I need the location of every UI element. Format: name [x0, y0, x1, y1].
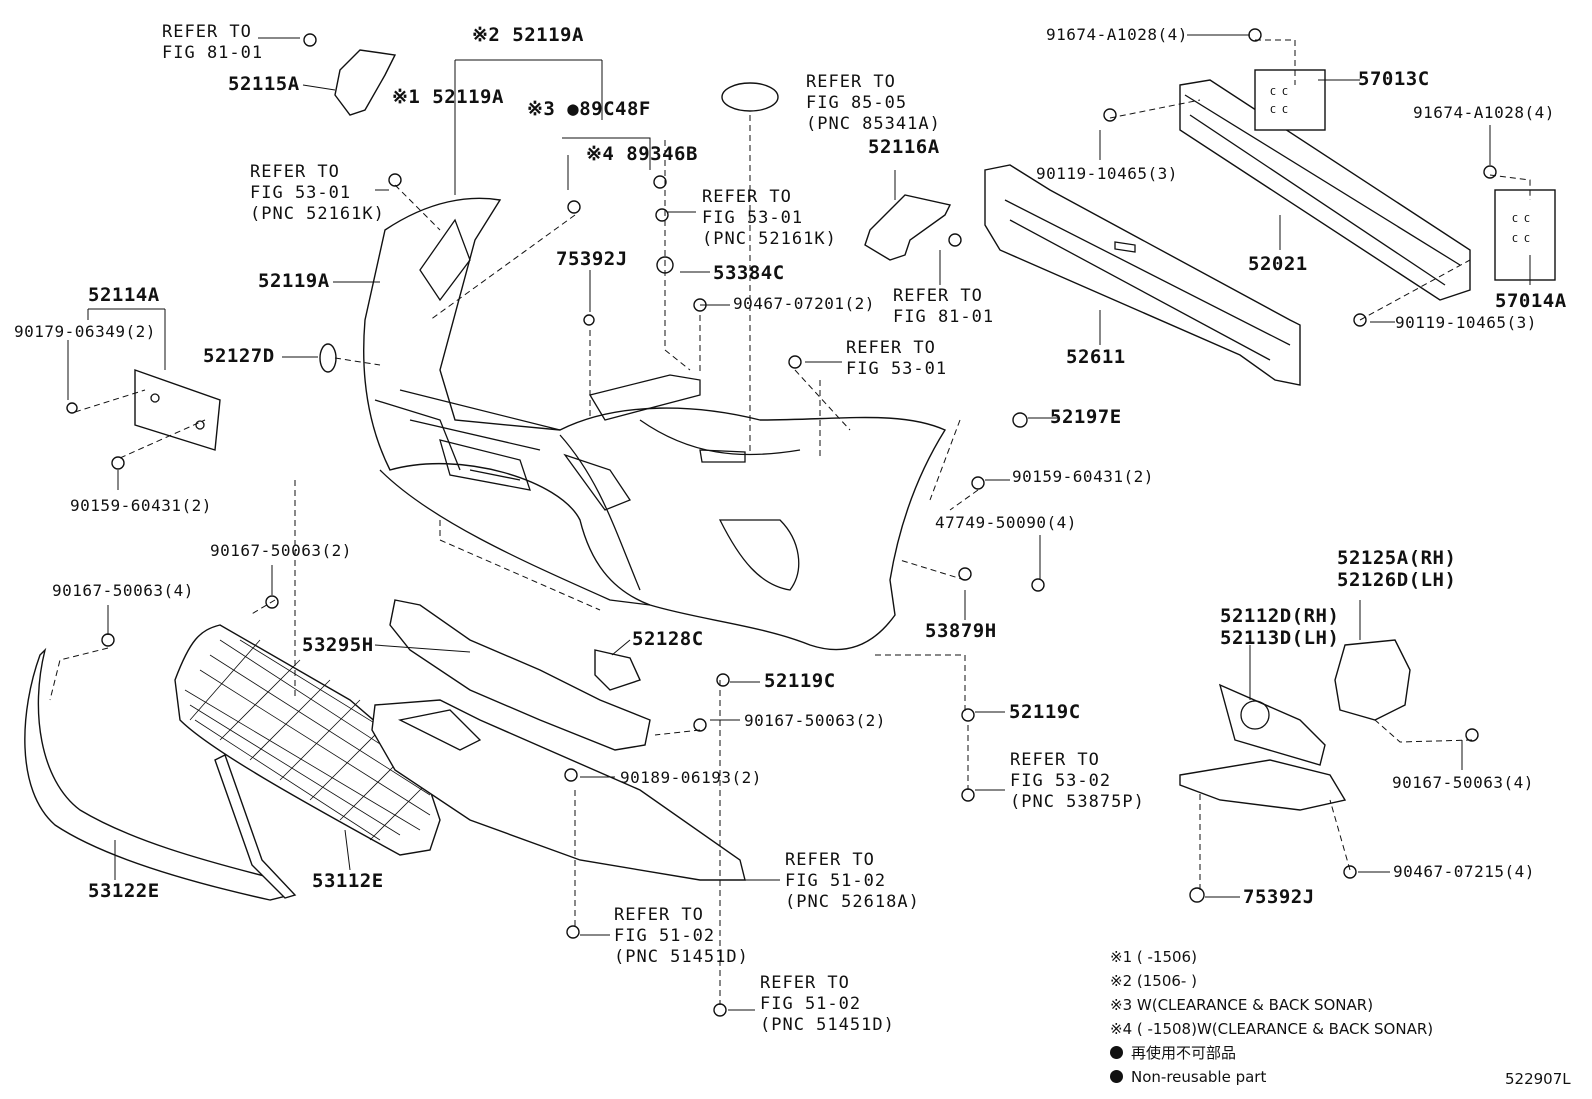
ref-fig-51-02-b: REFER TO FIG 51-02 (PNC 51451D) — [614, 905, 749, 967]
ref-fig-53-01-b: REFER TO FIG 53-01 (PNC 52161K) — [702, 187, 837, 249]
absorber-52611 — [984, 164, 1301, 386]
cap-52127D — [319, 343, 337, 373]
part-number-90179-06349: 90179-06349(2) — [14, 322, 156, 341]
part-number-53295H: 53295H — [302, 634, 374, 656]
cover-52128C — [594, 649, 641, 691]
ref-fig-51-02-c: REFER TO FIG 51-02 (PNC 51451D) — [760, 973, 895, 1035]
part-number-57014A: 57014A — [1495, 290, 1567, 312]
part-number-90159-60431-left: 90159-60431(2) — [70, 496, 212, 515]
part-number-90159-60431-right: 90159-60431(2) — [1012, 467, 1154, 486]
svg-text:C C: C C — [1270, 87, 1288, 98]
part-number-52115A: 52115A — [228, 73, 300, 95]
part-number-91674-A1028-a: 91674-A1028(4) — [1046, 25, 1188, 44]
part-number-53122E: 53122E — [88, 880, 160, 902]
part-number-52127D: 52127D — [203, 345, 275, 367]
diagram-code: 522907L — [1505, 1070, 1571, 1088]
part-number-75392J: 75392J — [556, 248, 628, 270]
part-number-90167-50063-4a: 90167-50063(4) — [52, 581, 194, 600]
svg-text:C C: C C — [1512, 214, 1530, 225]
grille-53112E — [174, 624, 441, 856]
part-number-52119A-1: ※1 52119A — [392, 86, 504, 108]
license-bracket-52114A — [134, 369, 221, 451]
part-number-52119A-main: 52119A — [258, 270, 330, 292]
bracket-52116A — [864, 194, 952, 261]
bullet-icon — [1110, 1046, 1123, 1059]
part-number-90167-50063-2b: 90167-50063(2) — [744, 711, 886, 730]
note-1: ※1 ( -1506) — [1110, 948, 1197, 966]
part-number-53112E: 53112E — [312, 870, 384, 892]
part-number-52197E: 52197E — [1050, 406, 1122, 428]
reinforcement-52021: C C C C C C C C — [1179, 69, 1556, 301]
part-number-53879H: 53879H — [925, 620, 997, 642]
part-number-52021: 52021 — [1248, 253, 1308, 275]
part-number-52128C: 52128C — [632, 628, 704, 650]
part-number-90119-10465-a: 90119-10465(3) — [1036, 164, 1178, 183]
part-number-52119C-b: 52119C — [1009, 701, 1081, 723]
bracket-52115A — [334, 49, 397, 116]
part-number-90167-50063-4b: 90167-50063(4) — [1392, 773, 1534, 792]
ref-fig-53-01-a: REFER TO FIG 53-01 (PNC 52161K) — [250, 162, 385, 224]
part-number-47749-50090: 47749-50090(4) — [935, 513, 1077, 532]
bullet-icon — [1110, 1070, 1123, 1083]
ref-fig-53-02: REFER TO FIG 53-02 (PNC 53875P) — [1010, 750, 1145, 812]
part-number-89C48F: ※3 ●89C48F — [527, 98, 651, 120]
ref-fig-85-05: REFER TO FIG 85-05 (PNC 85341A) — [806, 72, 941, 134]
part-number-52112D-52113D: 52112D(RH) 52113D(LH) — [1220, 605, 1340, 649]
part-number-90467-07215: 90467-07215(4) — [1393, 862, 1535, 881]
molding-side — [214, 754, 297, 899]
part-number-90119-10465-b: 90119-10465(3) — [1395, 313, 1537, 332]
part-number-90167-50063-2a: 90167-50063(2) — [210, 541, 352, 560]
part-number-90467-07201: 90467-07201(2) — [733, 294, 875, 313]
part-number-89346B: ※4 89346B — [586, 143, 698, 165]
note-3: ※3 W(CLEARANCE & BACK SONAR) — [1110, 996, 1374, 1014]
assembly-lines — [49, 39, 1531, 1005]
note-2: ※2 (1506- ) — [1110, 972, 1197, 990]
part-number-53384C: 53384C — [713, 262, 785, 284]
ref-fig-81-01-b: REFER TO FIG 81-01 — [893, 286, 995, 327]
note-non-reusable-jp: 再使用不可部品 — [1110, 1046, 1236, 1061]
leader-lines — [67, 34, 1531, 1011]
fog-lamp-52125A — [1334, 639, 1411, 721]
ref-fig-53-01-c: REFER TO FIG 53-01 — [846, 338, 948, 379]
part-number-52119C-a: 52119C — [764, 670, 836, 692]
part-number-57013C: 57013C — [1358, 68, 1430, 90]
note-4: ※4 ( -1508)W(CLEARANCE & BACK SONAR) — [1110, 1020, 1434, 1038]
part-number-52116A: 52116A — [868, 136, 940, 158]
part-number-90189-06193: 90189-06193(2) — [620, 768, 762, 787]
part-number-52125A-52126D: 52125A(RH) 52126D(LH) — [1337, 547, 1457, 591]
ref-fig-51-02-a: REFER TO FIG 51-02 (PNC 52618A) — [785, 850, 920, 912]
note-non-reusable-en: Non-reusable part — [1110, 1070, 1266, 1085]
lower-cover — [371, 699, 746, 881]
part-number-52611: 52611 — [1066, 346, 1126, 368]
fog-bezel-52112D — [1218, 683, 1326, 766]
part-number-52114A: 52114A — [88, 284, 160, 306]
svg-text:C C: C C — [1512, 234, 1530, 245]
svg-text:C C: C C — [1270, 105, 1288, 116]
part-number-75392J-b: 75392J — [1243, 886, 1315, 908]
part-number-91674-A1028-b: 91674-A1028(4) — [1413, 103, 1555, 122]
ref-fig-81-01-a: REFER TO FIG 81-01 — [162, 22, 264, 63]
washer-cap — [721, 82, 779, 112]
part-number-52119A-2: ※2 52119A — [472, 24, 584, 46]
bumper-cover-52119A — [363, 197, 947, 651]
bracket-53295H — [389, 599, 651, 751]
fog-cover-lower — [1179, 759, 1347, 811]
